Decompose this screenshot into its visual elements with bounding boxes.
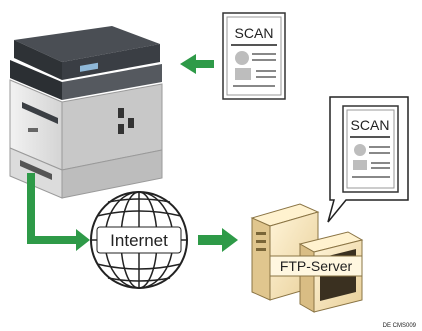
figure-code: DE CMS009 (383, 323, 417, 329)
ftp-server-icon: FTP-Server (250, 203, 364, 313)
arrow-printer-to-internet (27, 173, 90, 251)
scan-document-icon: SCAN (222, 12, 286, 100)
scan-bubble: SCAN (327, 96, 409, 223)
globe-icon: Internet (90, 191, 188, 289)
arrow-scan-to-printer (180, 54, 214, 74)
scan-doc-label: SCAN (235, 25, 274, 41)
internet-label: Internet (110, 231, 168, 250)
ftp-server-label: FTP-Server (280, 258, 353, 274)
arrow-internet-to-server (198, 228, 238, 252)
scan-bubble-label: SCAN (351, 117, 390, 133)
printer-icon (9, 26, 163, 199)
